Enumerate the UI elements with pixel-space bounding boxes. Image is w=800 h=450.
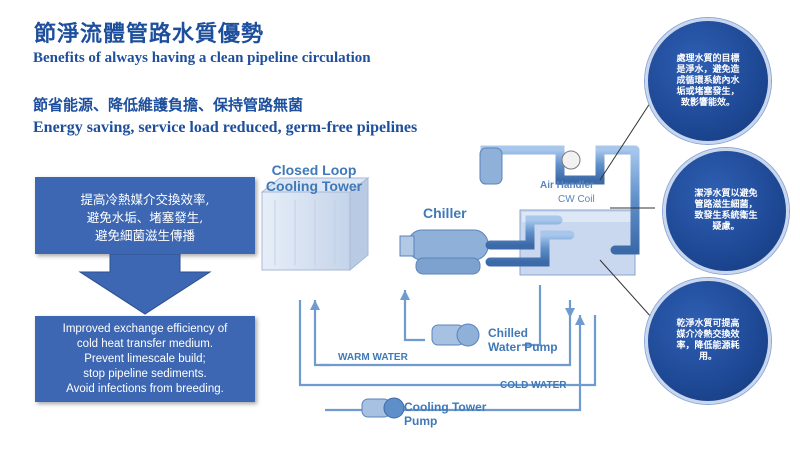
page-title-en: Benefits of always having a clean pipeli… [33, 50, 371, 66]
warm-water-label: WARM WATER [338, 352, 408, 363]
cooling-pump-label: Cooling Tower Pump [404, 400, 487, 428]
expansion-tank-icon [479, 147, 503, 185]
cw-coil-label: CW Coil [558, 194, 595, 205]
subtitle-en: Energy saving, service load reduced, ger… [33, 119, 418, 136]
info-circle-text: 乾淨水質可提高 媒介冷熱交換效 率，降低能源耗 用。 [676, 319, 740, 362]
flow-arrows [310, 290, 585, 325]
page-title-zh: 節淨流體管路水質優勢 [34, 21, 265, 46]
connector-lines [599, 99, 655, 319]
cooling-tower-pump-icon [361, 397, 405, 419]
info-circle-text: 潔淨水質以避免 管路滋生細菌， 致發生系統衛生 疑慮。 [694, 189, 758, 232]
info-circle-hygiene: 潔淨水質以避免 管路滋生細菌， 致發生系統衛生 疑慮。 [663, 148, 789, 274]
info-circle-water-goal: 處理水質的目標 是淨水，避免造 成循環系統內水 垢或堵塞發生， 致影響能效。 [645, 18, 771, 144]
cooling-tower-icon [260, 176, 370, 272]
system-diagram [260, 145, 640, 419]
chiller-label: Chiller [423, 205, 467, 221]
gauge-icon [561, 150, 581, 170]
benefit-text-en: Improved exchange efficiency of cold hea… [62, 323, 228, 395]
chiller-icon [399, 229, 489, 275]
benefit-text-zh: 提高冷熱媒介交換效率, 避免水垢、堵塞發生, 避免細菌滋生傳播 [80, 192, 210, 243]
info-circle-text: 處理水質的目標 是淨水，避免造 成循環系統內水 垢或堵塞發生， 致影響能效。 [676, 53, 740, 108]
cooling-tower-label: Closed Loop Cooling Tower [265, 162, 363, 194]
benefit-box-en: Improved exchange efficiency of cold hea… [35, 316, 255, 402]
down-arrow-icon [78, 254, 212, 315]
subtitle-zh: 節省能源、降低維護負擔、保持管路無菌 [33, 97, 304, 114]
flow-lines [298, 285, 597, 412]
benefit-box-zh: 提高冷熱媒介交換效率, 避免水垢、堵塞發生, 避免細菌滋生傳播 [35, 177, 255, 254]
chilled-water-pump-icon [431, 323, 480, 347]
cold-water-label: COLD WATER [500, 380, 567, 391]
info-circle-efficiency: 乾淨水質可提高 媒介冷熱交換效 率，降低能源耗 用。 [645, 278, 771, 404]
chilled-pump-label: Chilled Water Pump [488, 326, 558, 354]
air-handler-label: Air Handler [540, 180, 594, 191]
